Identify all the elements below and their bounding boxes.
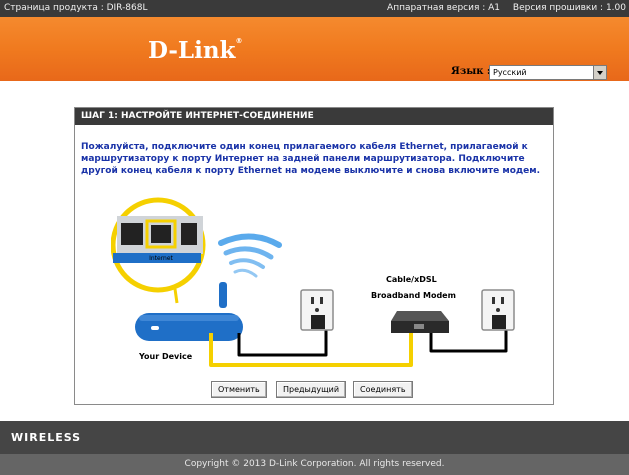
footer-brand-bar: WIRELESS — [0, 421, 629, 454]
chevron-down-icon[interactable] — [593, 66, 606, 79]
connection-diagram: Internet Your Device Cable/xDSL Broadban… — [111, 197, 515, 367]
language-select[interactable]: Русский — [489, 65, 607, 80]
header-banner: D-Link® Язык : Русский — [0, 17, 629, 81]
language-label: Язык : — [451, 66, 491, 77]
power-outlet-icon — [300, 289, 334, 331]
your-device-label: Your Device — [138, 352, 193, 361]
instructions-text: Пожалуйста, подключите один конец прилаг… — [81, 142, 541, 176]
ethernet-cable — [209, 331, 413, 367]
setup-panel: ШАГ 1: НАСТРОЙТЕ ИНТЕРНЕТ-СОЕДИНЕНИЕ Пож… — [74, 107, 554, 405]
modem-label-line2: Broadband Modem — [371, 291, 456, 300]
power-outlet-icon — [481, 289, 515, 331]
version-info: Аппаратная версия : A1 Версия прошивки :… — [377, 0, 626, 17]
connect-button[interactable]: Соединять — [353, 381, 413, 398]
panel-title: ШАГ 1: НАСТРОЙТЕ ИНТЕРНЕТ-СОЕДИНЕНИЕ — [75, 108, 553, 125]
modem-device-icon — [391, 311, 449, 333]
previous-button[interactable]: Предыдущий — [276, 381, 347, 398]
modem-label-line1: Cable/xDSL — [386, 275, 437, 284]
modem-power-cable — [429, 323, 508, 353]
wifi-waves-icon — [218, 233, 282, 278]
wireless-brand: WIRELESS — [11, 431, 82, 444]
internet-port-zoom: Internet — [111, 197, 206, 304]
language-selected-value: Русский — [493, 68, 527, 77]
copyright-footer: Copyright © 2013 D-Link Corporation. All… — [0, 454, 629, 475]
top-info-bar: Страница продукта : DIR-868L Аппаратная … — [0, 0, 629, 17]
router-power-cable — [237, 323, 328, 357]
firmware-version: Версия прошивки : 1.00 — [512, 3, 626, 13]
router-antenna — [219, 282, 227, 308]
dlink-logo: D-Link® — [148, 37, 243, 64]
product-page-label: Страница продукта : DIR-868L — [4, 3, 148, 13]
hardware-version: Аппаратная версия : A1 — [387, 3, 501, 13]
router-device-icon — [135, 313, 243, 341]
port-label: Internet — [149, 255, 173, 262]
cancel-button[interactable]: Отменить — [211, 381, 267, 398]
